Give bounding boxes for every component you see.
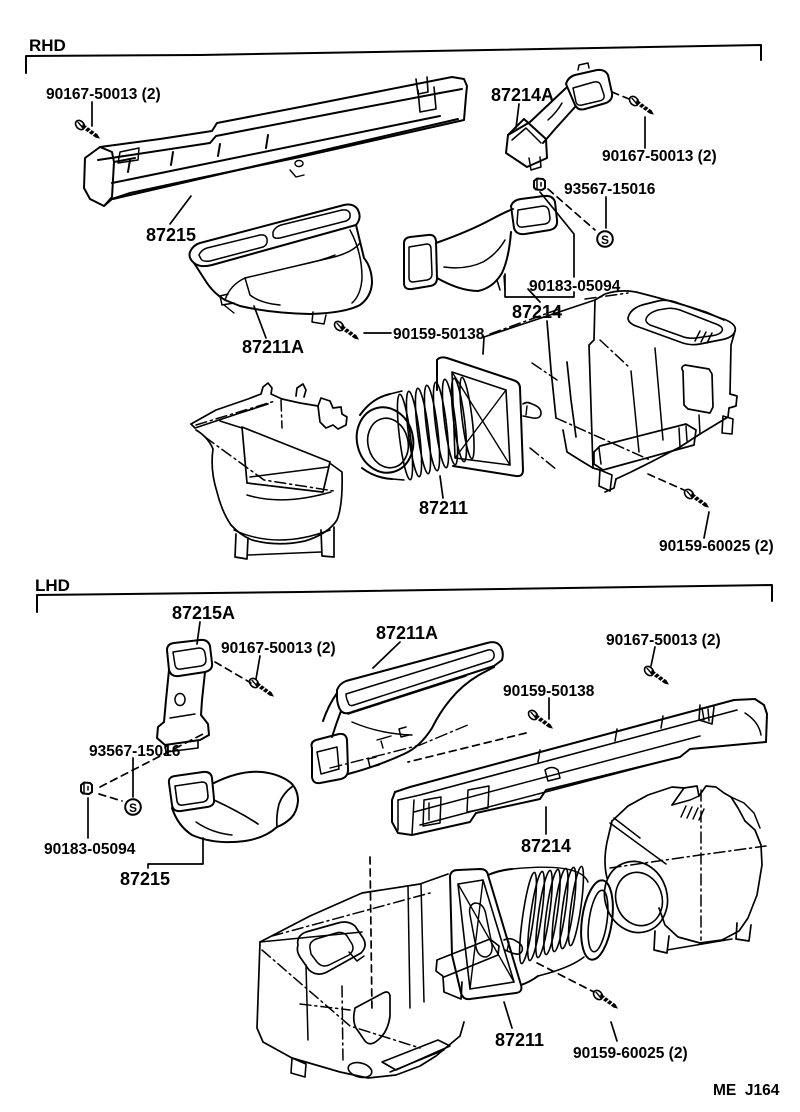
svg-text:90159-50138: 90159-50138 [393, 326, 485, 343]
svg-text:90159-50138: 90159-50138 [503, 683, 595, 700]
svg-text:90167-50013 (2): 90167-50013 (2) [46, 86, 161, 103]
svg-text:90167-50013 (2): 90167-50013 (2) [221, 640, 336, 657]
svg-text:93567-15016: 93567-15016 [564, 181, 656, 198]
svg-text:87211A: 87211A [376, 623, 438, 643]
svg-text:90159-60025 (2): 90159-60025 (2) [573, 1045, 688, 1062]
svg-text:87211A: 87211A [242, 337, 304, 357]
svg-text:RHD: RHD [29, 36, 66, 55]
svg-text:87214: 87214 [512, 302, 562, 322]
svg-text:87215A: 87215A [172, 603, 235, 623]
svg-text:90167-50013 (2): 90167-50013 (2) [602, 148, 717, 165]
svg-text:90167-50013 (2): 90167-50013 (2) [606, 632, 721, 649]
svg-text:87215: 87215 [146, 225, 196, 245]
svg-text:87215: 87215 [120, 869, 170, 889]
svg-text:ME J164: ME J164 [713, 1082, 780, 1099]
svg-text:87214: 87214 [521, 836, 571, 856]
svg-text:93567-15016: 93567-15016 [89, 743, 181, 760]
svg-text:90183-05094: 90183-05094 [529, 278, 621, 295]
svg-text:87211: 87211 [495, 1030, 544, 1050]
svg-text:LHD: LHD [35, 576, 70, 595]
svg-text:90183-05094: 90183-05094 [44, 841, 136, 858]
svg-text:87211: 87211 [419, 498, 468, 518]
svg-text:90159-60025 (2): 90159-60025 (2) [659, 538, 774, 555]
svg-text:87214A: 87214A [491, 85, 554, 105]
